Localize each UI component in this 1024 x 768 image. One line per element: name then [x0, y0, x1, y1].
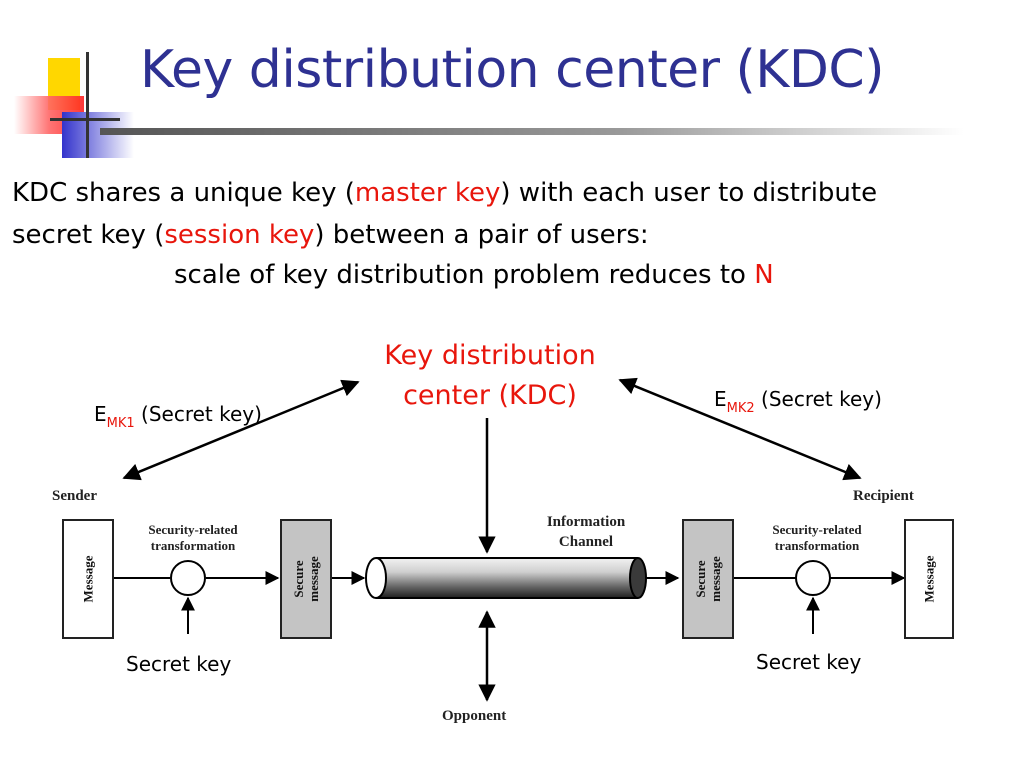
logo-decoration [14, 52, 134, 158]
left-key-text: (Secret key) [134, 402, 262, 426]
secret-key-label-right: Secret key [756, 650, 862, 674]
opponent-label: Opponent [442, 708, 507, 724]
arrow-kdc-sender [122, 379, 360, 481]
transform-circle-left [170, 560, 206, 596]
message-box-right: Message [904, 519, 954, 639]
right-key-e: E [714, 387, 727, 411]
secure-left-line-1: Secure [291, 560, 306, 598]
right-master-key-label: EMK2 (Secret key) [714, 387, 882, 415]
intro-line-2: secret key (session key) between a pair … [12, 222, 649, 248]
transform-circle-right [795, 560, 831, 596]
secure-message-box-right: Secure message [682, 519, 734, 639]
message-box-left: Message [62, 519, 114, 639]
secure-right-line-2: message [708, 556, 723, 602]
intro-line-1-a: KDC shares a unique key ( [12, 178, 355, 208]
channel-label: Information Channel [520, 512, 652, 552]
intro-line-3-a: scale of key distribution problem reduce… [174, 260, 755, 290]
intro-line-1-b: ) with each user to distribute [500, 178, 878, 208]
intro-line-3: scale of key distribution problem reduce… [174, 262, 774, 288]
kdc-label-line-1: Key distribution [384, 340, 596, 371]
transform-label-right: Security-related transformation [742, 522, 892, 554]
kdc-label: Key distribution center (KDC) [350, 336, 630, 416]
message-box-left-text: Message [80, 555, 96, 603]
arrow-kdc-recipient [618, 377, 862, 481]
secret-key-label-left: Secret key [126, 652, 232, 676]
left-master-key-label: EMK1 (Secret key) [94, 402, 262, 430]
intro-line-2-a: secret key ( [12, 220, 165, 250]
secure-right-line-1: Secure [693, 560, 708, 598]
title-rule [100, 128, 964, 135]
intro-line-1: KDC shares a unique key (master key) wit… [12, 180, 877, 206]
secure-message-box-left: Secure message [280, 519, 332, 639]
intro-line-2-b: ) between a pair of users: [314, 220, 649, 250]
information-channel-cylinder [365, 557, 647, 599]
secure-left-line-2: message [306, 556, 321, 602]
transform-left-line-1: Security-related [148, 522, 238, 537]
secure-message-right-text: Secure message [693, 556, 723, 602]
transform-left-line-2: transformation [150, 538, 236, 553]
n-term: N [754, 260, 774, 290]
right-key-sub: MK2 [726, 401, 755, 416]
master-key-term: master key [354, 178, 501, 208]
left-key-sub: MK1 [106, 416, 135, 431]
secure-message-left-text: Secure message [291, 556, 321, 602]
left-key-e: E [94, 402, 107, 426]
sender-label: Sender [52, 488, 97, 504]
recipient-label: Recipient [853, 488, 914, 504]
channel-label-line-1: Information [546, 514, 626, 530]
session-key-term: session key [164, 220, 315, 250]
transform-right-line-2: transformation [774, 538, 860, 553]
channel-label-line-2: Channel [558, 534, 614, 550]
kdc-label-line-2: center (KDC) [403, 380, 577, 411]
message-box-right-text: Message [921, 555, 937, 603]
transform-label-left: Security-related transformation [118, 522, 268, 554]
transform-right-line-1: Security-related [772, 522, 862, 537]
slide-title: Key distribution center (KDC) [140, 40, 885, 100]
right-key-text: (Secret key) [754, 387, 882, 411]
